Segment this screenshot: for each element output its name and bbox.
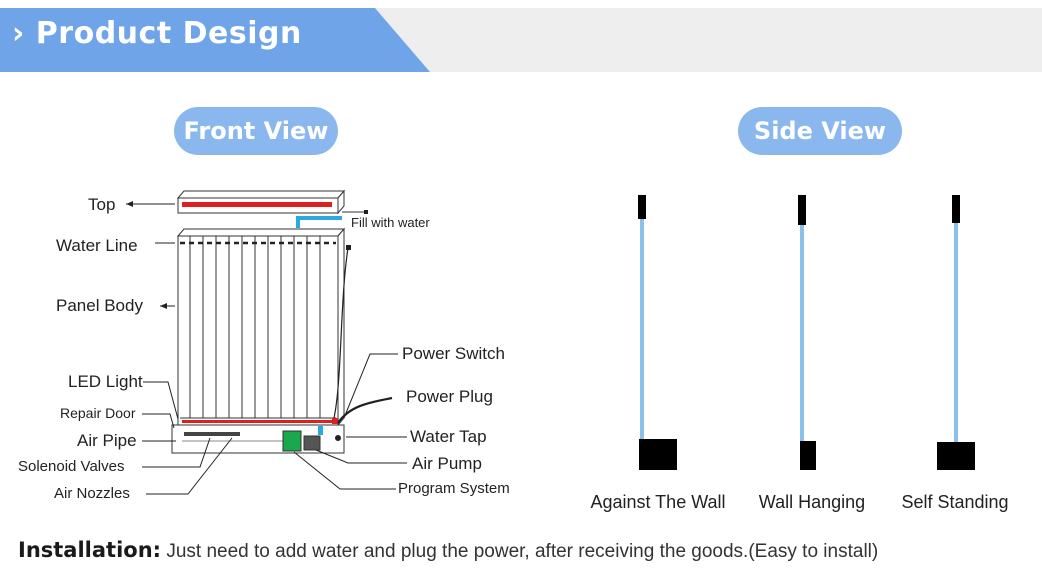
side-against-the-wall [638,195,677,470]
banner-title: › Product Design [12,16,302,51]
label-fill-with-water: Fill with water [351,215,430,230]
label-power-plug: Power Plug [406,387,493,406]
label-air-nozzles: Air Nozzles [54,485,130,502]
label-water-tap: Water Tap [410,427,487,446]
panel-body [176,227,346,427]
label-top: Top [88,195,116,214]
banner-shape [0,8,1042,72]
label-led-light: LED Light [68,372,143,391]
label-air-pump: Air Pump [412,454,482,473]
front-view-title: Front View [174,107,338,155]
label-repair-door: Repair Door [60,405,136,421]
power-cords [333,245,393,424]
section-banner: › Product Design [0,0,1042,72]
side-view-title: Side View [738,107,902,155]
base-unit [171,418,345,454]
right-leaders [293,353,407,490]
side-wall-hanging [798,195,816,470]
side-label-wall-hanging: Wall Hanging [758,492,866,512]
label-solenoid-valves: Solenoid Valves [18,458,125,475]
installation-text: Just need to add water and plug the powe… [161,541,879,562]
side-label-against-the-wall: Against The Wall [590,492,726,512]
label-water-line: Water Line [56,236,138,255]
left-leaders [126,201,233,495]
installation-heading: Installation: [18,538,162,562]
side-label-self-standing: Self Standing [901,492,1009,512]
top-cap [176,189,346,215]
label-power-switch: Power Switch [402,344,505,363]
label-panel-body: Panel Body [56,296,143,315]
installation-note: Installation: Just need to add water and… [18,538,878,563]
side-self-standing [937,195,975,470]
label-air-pipe: Air Pipe [77,431,137,450]
label-program-system: Program System [398,480,510,497]
fill-pipe [296,210,368,228]
